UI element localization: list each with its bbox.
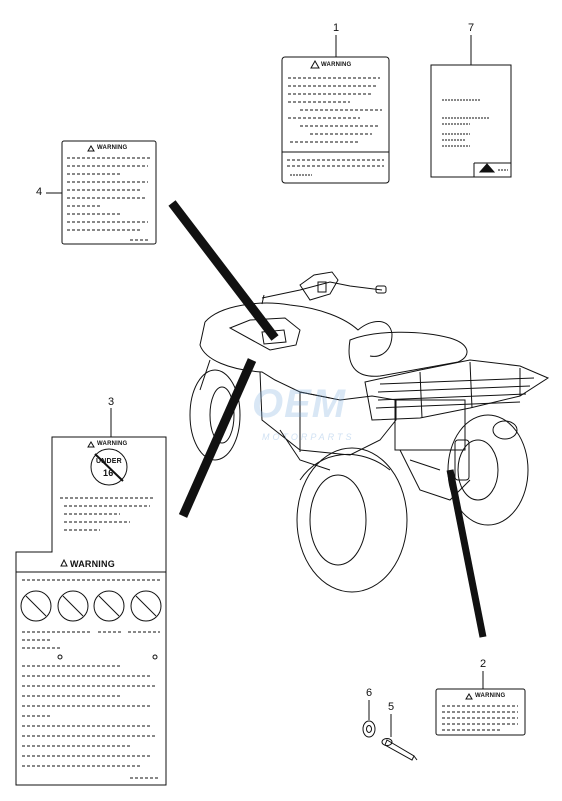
label-2-warning-title: WARNING [475,693,506,699]
under16-text: UNDER [96,458,122,465]
callout-6: 6 [366,687,373,699]
thick-leader-label4 [168,200,279,341]
part-6-washer[interactable] [362,720,376,738]
under16-number: 16 [103,468,114,478]
label-4-warning-title: WARNING [97,145,128,151]
label-1[interactable] [281,56,390,184]
callout-2: 2 [480,658,487,670]
watermark-subtitle: MOTORPARTS [262,432,355,442]
watermark-logo: OEM [252,382,347,426]
label-3-warning-title: WARNING [97,441,128,447]
thick-leader-label2 [446,469,487,638]
callout-3: 3 [108,396,115,408]
label-1-warning-title: WARNING [321,62,352,68]
label-3[interactable] [15,436,167,786]
part-5-rivet[interactable] [381,738,418,761]
callout-4: 4 [36,186,43,198]
thick-leader-label3 [178,358,257,518]
label-2[interactable] [435,688,526,736]
atv-vehicle [189,271,550,593]
label-3-warning-big: WARNING [70,559,115,569]
callout-7: 7 [468,22,475,34]
callout-5: 5 [388,701,395,713]
label-4[interactable] [61,140,157,245]
label-7-manual[interactable] [430,64,512,178]
callout-1: 1 [333,22,340,34]
